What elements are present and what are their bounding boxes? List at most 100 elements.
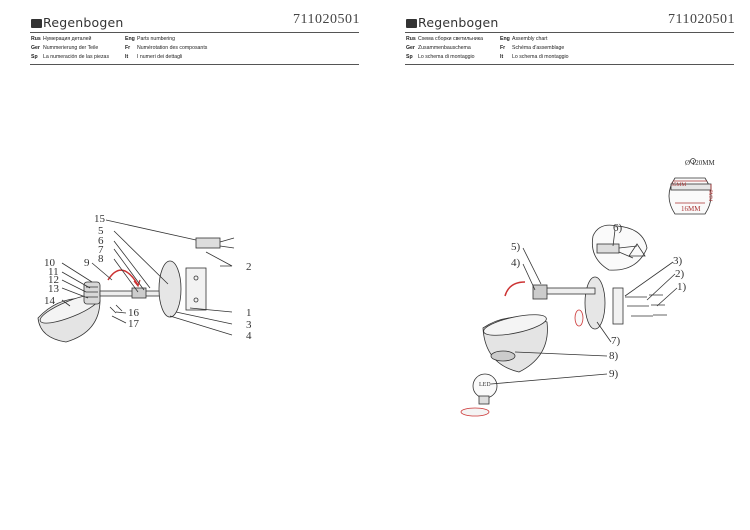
- callout-12: 12: [48, 274, 59, 286]
- lang-code: Ger: [406, 45, 415, 51]
- terminal-block-shape: [596, 243, 620, 254]
- caption-text: Parts numbering: [137, 36, 176, 42]
- lang-code: It: [125, 54, 129, 60]
- callout-9: 9: [84, 257, 90, 269]
- wire-shape: [618, 245, 638, 259]
- caption-text: Assembly chart: [512, 36, 548, 42]
- shade-rim-shape: [483, 314, 547, 336]
- arm-joint-shape: [131, 287, 147, 299]
- callout-1: 1): [677, 281, 687, 293]
- caption-text: Numérotation des composants: [137, 45, 208, 51]
- doc-number: 711020501: [293, 12, 360, 27]
- callout-3: 3): [673, 255, 683, 267]
- screw-shape: [109, 304, 123, 314]
- terminal-block-shape: [195, 237, 221, 249]
- caption-text: I numeri dei dettagli: [137, 54, 183, 60]
- screw-shape: [625, 296, 653, 317]
- socket-ring-shape: [490, 350, 516, 362]
- mounting-bracket-shape: [612, 287, 624, 325]
- caption-text: Zusammenbauschema: [418, 45, 471, 51]
- callout-13: 13: [48, 283, 60, 295]
- caption-text: Nummerierung der Teile: [43, 45, 99, 51]
- callout-7: 7): [611, 335, 621, 347]
- wall-base-shape: [584, 276, 606, 330]
- arm-joint-shape: [532, 284, 548, 300]
- socket-shape: [83, 281, 101, 305]
- caption-row: Sp Lo schema di montaggio It Lo schema di m…: [406, 53, 569, 62]
- caption-text: Нумерация деталей: [43, 36, 92, 42]
- callout-11: 11: [48, 266, 59, 278]
- callout-6: 6: [98, 235, 104, 247]
- header-rule-top: [405, 32, 734, 33]
- bulb-label: LED: [479, 382, 491, 388]
- callout-4: 4): [511, 257, 521, 269]
- cover-disc-shape: [460, 407, 490, 417]
- wire-shape: [219, 237, 235, 249]
- callout-14: 14: [44, 295, 56, 307]
- caption-text: Lo schema di montaggio: [512, 54, 569, 60]
- dimension-width: 35MM: [671, 182, 686, 188]
- callout-7: 7: [98, 244, 104, 256]
- screw-hole-shape: [193, 297, 199, 303]
- warning-triangle-icon: [628, 243, 646, 257]
- lang-code: It: [500, 54, 504, 60]
- callout-3: 3: [246, 319, 252, 331]
- wall-base-shape: [158, 260, 182, 318]
- header-rule-bottom: [405, 64, 734, 65]
- lang-code: Eng: [500, 36, 510, 42]
- assembly-drawing: Ø 120MM 35MM 5MM 16MM 5) 4) 6) 3) 2) 1) …: [460, 158, 716, 417]
- brand-logo: Regenbogen: [406, 15, 499, 30]
- dimension-line-shape: [673, 180, 712, 204]
- callout-5: 5): [511, 241, 521, 253]
- callout-5: 5: [98, 225, 104, 237]
- caption-text: La numeración de las piezas: [43, 54, 110, 60]
- decor-disc-shape: [574, 309, 584, 327]
- arrow-head-icon: [133, 279, 141, 288]
- rotation-arrow-icon: [107, 269, 139, 286]
- rotation-arrow-icon: [504, 281, 526, 297]
- lang-code: Eng: [125, 36, 135, 42]
- callout-16: 16: [128, 307, 140, 319]
- lang-code: Ger: [31, 45, 40, 51]
- callout-8: 8: [98, 253, 104, 265]
- dimension-length: 16MM: [681, 205, 701, 213]
- lang-code: Rus: [31, 36, 41, 42]
- doc-number: 711020501: [668, 12, 735, 27]
- callout-17: 17: [128, 318, 140, 330]
- header-rule-bottom: [30, 64, 359, 65]
- caption-row: Sp La numeración de las piezas It I numeri …: [31, 53, 207, 62]
- callout-2: 2): [675, 268, 685, 280]
- callout-4: 4: [246, 330, 252, 342]
- callout-9: 9): [609, 368, 619, 380]
- logo-mark-icon: [31, 19, 42, 28]
- caption-text: Схема сборки светильника: [418, 36, 484, 42]
- callout-10: 10: [44, 257, 56, 269]
- callout-8: 8): [609, 350, 619, 362]
- screw-hole-shape: [193, 275, 199, 281]
- diameter-icon: [690, 158, 696, 164]
- arm-tube-shape: [544, 287, 596, 295]
- lang-code: Sp: [31, 54, 38, 60]
- lang-code: Rus: [406, 36, 416, 42]
- header-rule-top: [30, 32, 359, 33]
- dimension-diameter: Ø 120MM: [685, 159, 716, 167]
- lang-code: Sp: [406, 54, 413, 60]
- mounting-bracket-shape: [185, 267, 207, 311]
- brand-logo: Regenbogen: [31, 15, 124, 30]
- bulb-base-shape: [478, 395, 490, 405]
- brand-name: Regenbogen: [418, 15, 499, 30]
- callout-1: 1: [246, 307, 252, 319]
- callout-2: 2: [246, 261, 252, 273]
- caption-text: Lo schema di montaggio: [418, 54, 475, 60]
- logo-mark-icon: [406, 19, 417, 28]
- callout-6: 6): [613, 222, 623, 234]
- caption-text: Schéma d'assemblage: [512, 45, 565, 51]
